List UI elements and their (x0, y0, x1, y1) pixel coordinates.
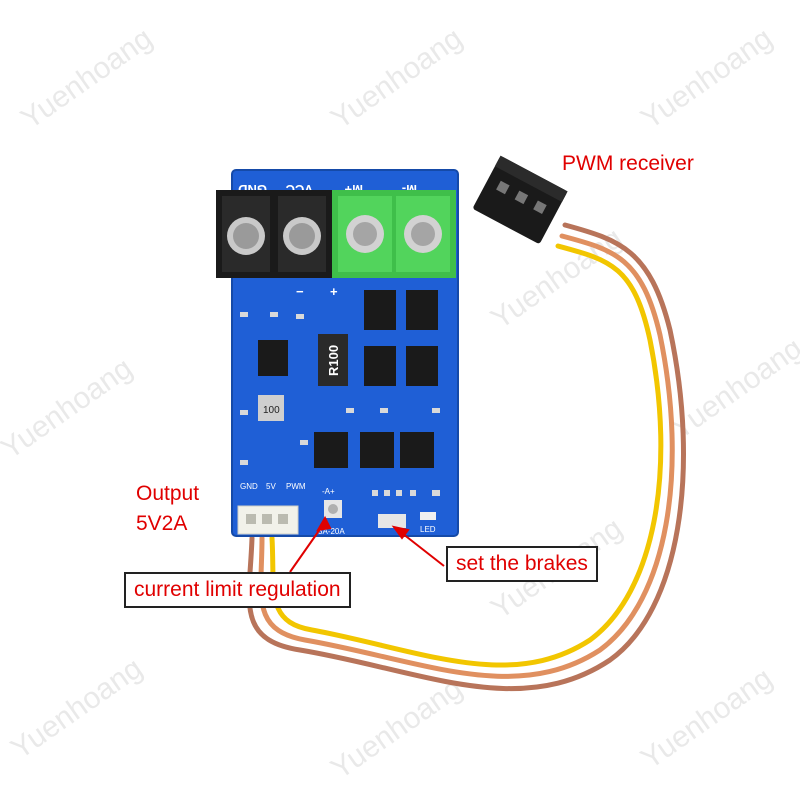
led-label: LED (420, 525, 436, 534)
watermark: Yuenhoang (5, 652, 148, 766)
pcb-board: GND VCC M+ M- − + (216, 169, 459, 537)
brakes-label: set the brakes (446, 546, 598, 582)
callout-arrows (289, 515, 445, 573)
polarity-plus: + (330, 284, 338, 299)
range-label: 3A-20A (318, 527, 345, 536)
pot-label: -A+ (322, 487, 335, 496)
led (420, 512, 436, 520)
output-label-line2: 5V2A (136, 512, 188, 535)
ic-chips (258, 340, 434, 468)
polarity-minus: − (296, 284, 304, 299)
shunt-resistor (318, 334, 348, 386)
pwm-connector (473, 155, 568, 244)
black-terminal-block (216, 190, 332, 278)
mosfets (364, 290, 438, 386)
resistor-marking: R100 (326, 345, 341, 376)
current-limit-label: current limit regulation (124, 572, 351, 608)
pwm-receiver-label: PWM receiver (562, 152, 694, 175)
header-label-pwm: PWM (286, 482, 306, 491)
watermark: Yuenhoang (325, 22, 468, 136)
watermark: Yuenhoang (325, 672, 468, 786)
watermark: Yuenhoang (0, 352, 138, 466)
smd-components (240, 312, 440, 496)
watermark: Yuenhoang (635, 662, 778, 776)
header-label-5v: 5V (266, 482, 276, 491)
watermark: Yuenhoang (635, 22, 778, 136)
header-label-gnd: GND (240, 482, 258, 491)
watermark: Yuenhoang (15, 22, 158, 136)
servo-cable (246, 222, 686, 692)
inductor (258, 395, 284, 421)
green-terminal-block (332, 190, 456, 278)
brake-button (378, 514, 406, 528)
inductor-marking: 100 (263, 405, 280, 416)
output-label-line1: Output (136, 482, 200, 505)
